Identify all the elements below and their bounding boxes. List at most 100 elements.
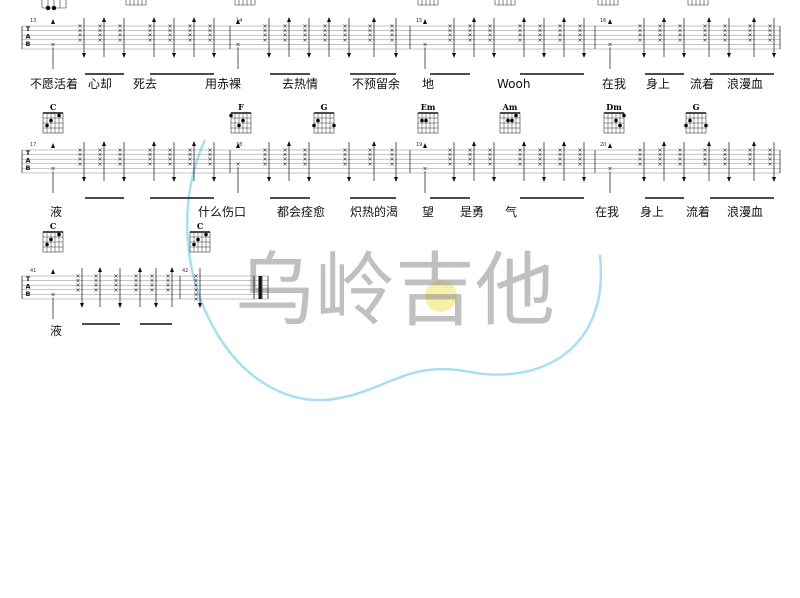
strum-arrow-head: [522, 17, 526, 22]
strum-x-mark: ×: [447, 161, 452, 168]
strum-x-mark: ×: [97, 28, 102, 35]
strum-arrow-head: [372, 17, 376, 22]
strum-arrow-head: [394, 53, 398, 58]
lyric-text: 不预留余: [352, 76, 400, 91]
strum-arrow-head: [307, 53, 311, 58]
strum-x-mark: ×: [167, 152, 172, 159]
strum-arrow-head: [347, 53, 351, 58]
strum-x-mark: ×: [367, 156, 372, 163]
measure-number: 13: [30, 18, 36, 24]
strum-x-mark: ×: [75, 287, 80, 294]
strum-x-mark: ×: [165, 278, 170, 285]
strum-x-mark: ×: [167, 32, 172, 39]
strum-arrow-head: [682, 53, 686, 58]
chord-finger-dot: [506, 118, 510, 123]
strum-x-mark: ×: [702, 28, 707, 35]
chord-finger-dot: [196, 237, 200, 242]
strum-x-mark: ×: [262, 28, 267, 35]
strum-x-mark: ×: [302, 37, 307, 44]
strum-x-mark: ×: [747, 28, 752, 35]
strum-x-mark: ×: [657, 37, 662, 44]
lyric-text: 不愿活着: [30, 76, 78, 91]
strum-x-mark: ×: [262, 147, 267, 154]
strum-arrow-head: [522, 141, 526, 146]
strum-arrow-head: [472, 17, 476, 22]
strum-x-mark: ×: [767, 28, 772, 35]
strum-x-mark: ×: [93, 282, 98, 289]
bass-x-mark: ×: [50, 291, 55, 298]
strum-x-mark: ×: [577, 23, 582, 30]
chord-finger-dot: [420, 118, 424, 123]
strum-x-mark: ×: [147, 32, 152, 39]
strum-x-mark: ×: [537, 23, 542, 30]
strum-x-mark: ×: [302, 156, 307, 163]
strum-x-mark: ×: [93, 278, 98, 285]
strum-arrow-head: [98, 267, 102, 272]
chord-finger-dot: [704, 123, 708, 128]
strum-x-mark: ×: [207, 37, 212, 44]
strum-x-mark: ×: [147, 23, 152, 30]
strum-x-mark: ×: [367, 161, 372, 168]
tab-clef-letter: A: [25, 283, 30, 291]
measure-number: 18: [236, 142, 242, 148]
strum-x-mark: ×: [187, 161, 192, 168]
strum-x-mark: ×: [367, 152, 372, 159]
watermark: 乌岭吉他: [186, 139, 603, 402]
strum-x-mark: ×: [722, 161, 727, 168]
strum-arrow-head: [772, 177, 776, 182]
strum-x-mark: ×: [147, 147, 152, 154]
strum-arrow-head: [662, 141, 666, 146]
strum-x-mark: ×: [657, 32, 662, 39]
strum-x-mark: ×: [389, 147, 394, 154]
strum-x-mark: ×: [282, 32, 287, 39]
strum-x-mark: ×: [702, 32, 707, 39]
chord-finger-dot: [510, 118, 514, 123]
chord-name: C: [50, 221, 56, 231]
strum-x-mark: ×: [207, 28, 212, 35]
strum-x-mark: ×: [149, 278, 154, 285]
strum-x-mark: ×: [657, 28, 662, 35]
chord-finger-dot: [57, 113, 61, 118]
strum-x-mark: ×: [117, 23, 122, 30]
strum-x-mark: ×: [282, 156, 287, 163]
strum-x-mark: ×: [147, 37, 152, 44]
tab-clef-letter: B: [26, 40, 31, 48]
chord-name: Em: [421, 102, 436, 112]
lyric-text: 是勇: [460, 205, 484, 219]
strum-x-mark: ×: [75, 282, 80, 289]
strum-x-mark: ×: [262, 161, 267, 168]
chord-finger-dot: [241, 118, 245, 123]
strum-x-mark: ×: [677, 23, 682, 30]
strum-arrow-head: [752, 141, 756, 146]
strum-x-mark: ×: [282, 161, 287, 168]
strum-x-mark: ×: [147, 156, 152, 163]
strum-x-mark: ×: [677, 28, 682, 35]
strum-arrow-head: [138, 267, 142, 272]
bass-x-mark: ×: [235, 161, 240, 168]
bass-x-mark: ×: [607, 41, 612, 48]
strum-x-mark: ×: [537, 147, 542, 154]
strum-x-mark: ×: [77, 152, 82, 159]
lyric-text: 液: [50, 204, 62, 219]
strum-x-mark: ×: [93, 287, 98, 294]
strum-x-mark: ×: [557, 28, 562, 35]
strum-x-mark: ×: [517, 161, 522, 168]
chord-finger-dot: [57, 232, 61, 237]
strum-arrow-head: [236, 19, 240, 24]
strum-x-mark: ×: [657, 147, 662, 154]
strum-x-mark: ×: [677, 32, 682, 39]
strum-x-mark: ×: [577, 37, 582, 44]
strum-x-mark: ×: [487, 161, 492, 168]
strum-arrow-head: [492, 53, 496, 58]
tab-clef-letter: T: [26, 149, 31, 157]
strum-x-mark: ×: [322, 23, 327, 30]
strum-x-mark: ×: [389, 32, 394, 39]
strum-arrow-head: [682, 177, 686, 182]
chord-name: C: [197, 221, 203, 231]
strum-x-mark: ×: [367, 32, 372, 39]
strum-x-mark: ×: [767, 156, 772, 163]
strum-x-mark: ×: [637, 161, 642, 168]
strum-arrow-head: [118, 303, 122, 308]
strum-arrow-head: [608, 19, 612, 24]
tab-clef-letter: B: [26, 164, 31, 172]
